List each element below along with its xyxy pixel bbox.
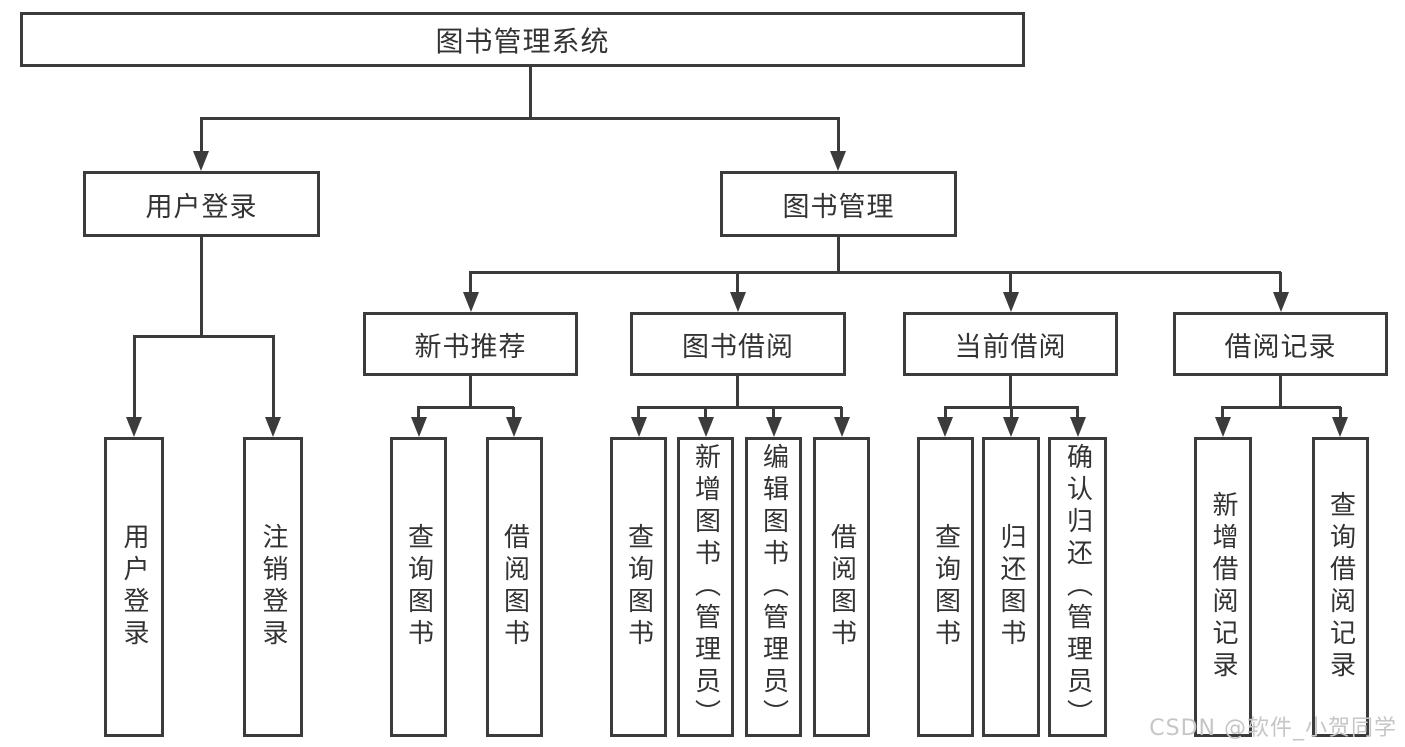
arrow-to-edit-book-admin — [772, 407, 775, 417]
arrow-to-new-book-recommend — [469, 272, 472, 292]
edge-root-rail — [199, 117, 840, 120]
edge-borrow-records-rail — [1221, 405, 1341, 409]
edge-new-book-stub — [469, 376, 472, 407]
arrow-to-return-books — [1009, 407, 1013, 417]
edge-root-stub — [528, 67, 532, 119]
arrow-to-confirm-return-admin — [1076, 407, 1079, 417]
edge-book-management-rail — [469, 270, 1281, 274]
arrow-to-leaf-user-login — [132, 336, 136, 417]
leaf-query-borrow-record: 查询借阅记录 — [1312, 437, 1369, 737]
arrow-to-borrow-records — [1279, 272, 1282, 292]
node-user-login-branch: 用户登录 — [83, 171, 320, 237]
arrow-to-query-books-2 — [637, 407, 640, 417]
leaf-confirm-return-admin: 确认归还（管理员） — [1048, 437, 1107, 737]
edge-book-management-stub — [836, 237, 840, 272]
leaf-borrow-books-2: 借阅图书 — [813, 437, 870, 737]
leaf-user-login: 用户登录 — [104, 437, 164, 737]
node-current-borrow: 当前借阅 — [903, 312, 1118, 376]
arrow-to-add-borrow-record — [1221, 407, 1224, 417]
arrow-to-borrow-books-1 — [512, 407, 515, 417]
leaf-query-books-3: 查询图书 — [917, 437, 974, 737]
arrow-to-borrow-books-2 — [840, 407, 843, 417]
edge-user-login-rail — [132, 334, 275, 338]
arrow-to-add-book-admin — [704, 407, 707, 417]
node-library-management-system: 图书管理系统 — [20, 12, 1025, 67]
leaf-edit-book-admin: 编辑图书（管理员） — [745, 437, 802, 737]
leaf-logout: 注销登录 — [243, 437, 303, 737]
arrow-to-book-borrow — [736, 272, 739, 292]
watermark-text: CSDN @软件_小贺同学 — [1149, 716, 1397, 741]
leaf-query-books-2: 查询图书 — [610, 437, 667, 737]
edge-book-borrow-rail — [637, 405, 842, 409]
edge-borrow-records-stub — [1279, 376, 1282, 407]
edge-new-book-rail — [417, 405, 514, 409]
node-borrow-records: 借阅记录 — [1173, 312, 1388, 376]
arrow-to-book-management — [836, 119, 840, 151]
leaf-return-books: 归还图书 — [982, 437, 1040, 737]
leaf-borrow-books-1: 借阅图书 — [486, 437, 543, 737]
arrow-to-query-books-1 — [417, 407, 420, 417]
leaf-add-book-admin: 新增图书（管理员） — [677, 437, 734, 737]
node-book-borrow: 图书借阅 — [630, 312, 846, 376]
arrow-to-leaf-logout — [271, 336, 275, 417]
arrow-to-query-books-3 — [943, 407, 947, 417]
arrow-to-user-login-branch — [199, 119, 203, 151]
edge-book-borrow-stub — [736, 376, 739, 407]
leaf-query-books-1: 查询图书 — [390, 437, 447, 737]
leaf-add-borrow-record: 新增借阅记录 — [1194, 437, 1252, 737]
node-new-book-recommend: 新书推荐 — [363, 312, 578, 376]
node-book-management: 图书管理 — [720, 171, 957, 237]
edge-current-borrow-stub — [1009, 376, 1012, 407]
arrow-to-query-borrow-record — [1338, 407, 1342, 417]
arrow-to-current-borrow — [1009, 272, 1012, 292]
edge-user-login-stub — [199, 237, 203, 336]
